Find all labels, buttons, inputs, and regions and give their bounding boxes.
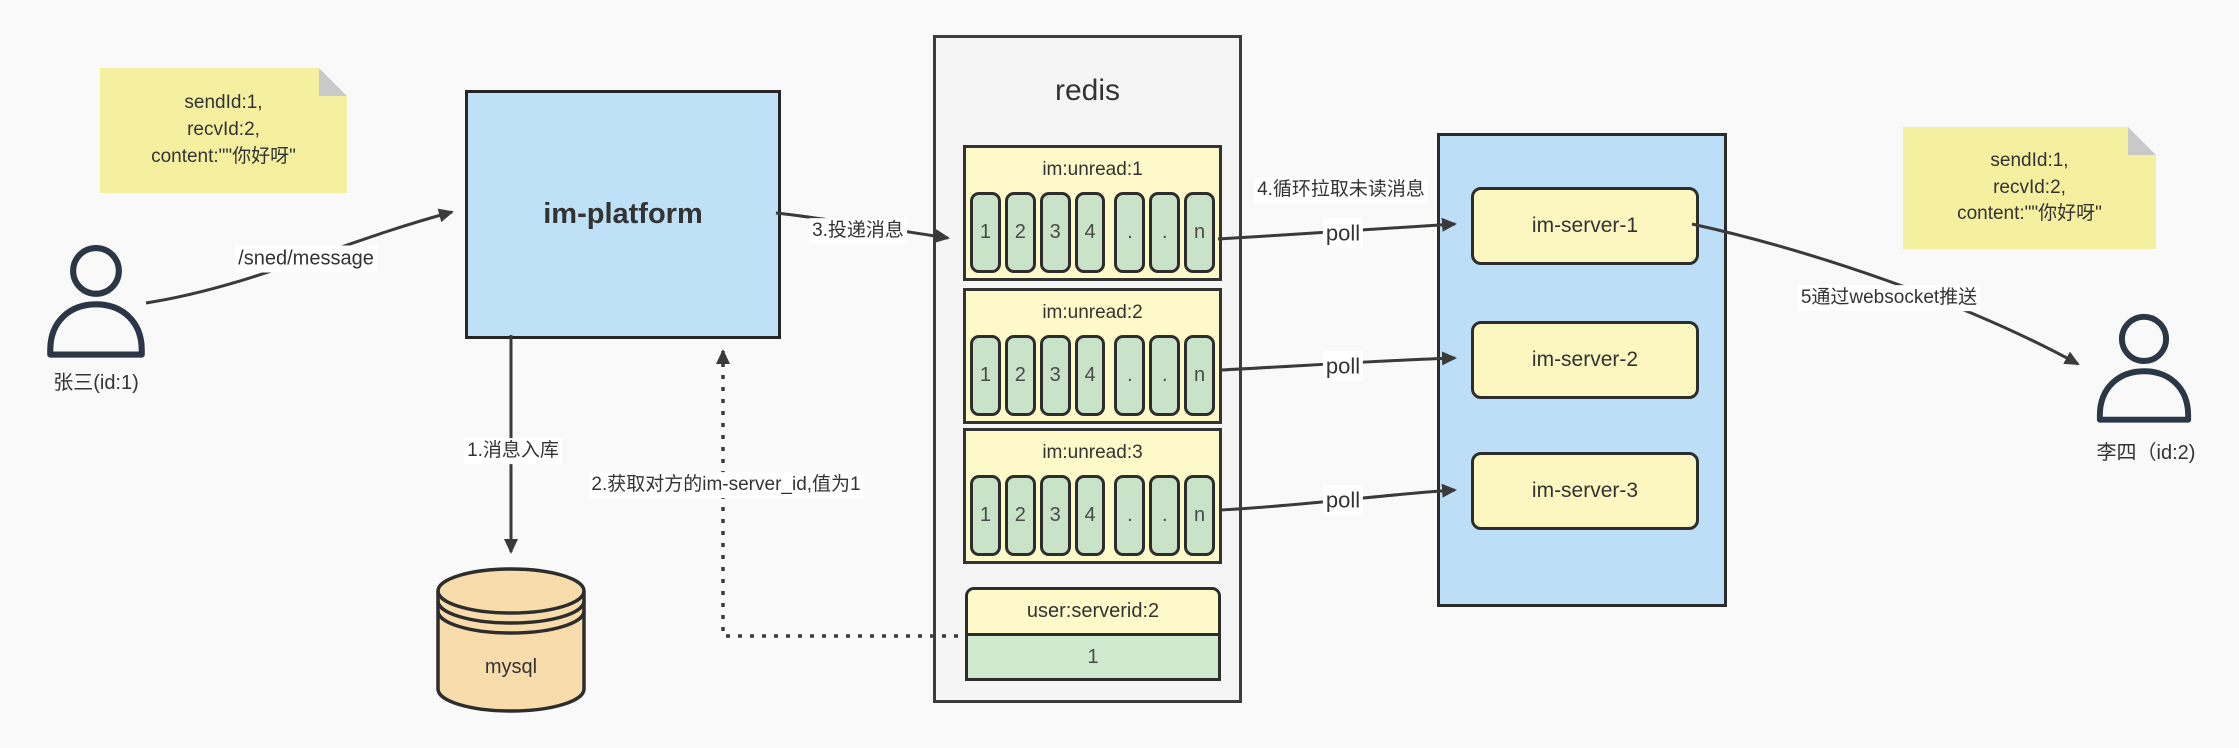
queue-cell: 2	[1004, 192, 1036, 273]
redis-queue-unread-1: im:unread:1 1 2 3 4 . . n	[963, 145, 1222, 281]
kv-key: user:serverid:2	[968, 590, 1218, 636]
queue-name: im:unread:2	[1042, 302, 1143, 323]
im-server-1-label: im-server-1	[1531, 214, 1639, 237]
queue-cell: 4	[1074, 335, 1106, 416]
queue-cell: 3	[1039, 475, 1071, 556]
queue-cell: 3	[1039, 335, 1071, 416]
mysql-database-icon: mysql	[435, 566, 587, 719]
edge-label-poll-2: poll	[1322, 351, 1364, 381]
queue-cell: .	[1149, 475, 1181, 556]
queue-cells: 1 2 3 4 . . n	[966, 335, 1219, 421]
edge-label-poll-1: poll	[1322, 218, 1364, 248]
user-sender-icon	[40, 243, 152, 364]
edge-label-send: /sned/message	[235, 245, 377, 273]
queue-cell: 3	[1039, 192, 1071, 273]
im-platform-box: im-platform	[465, 90, 781, 339]
queue-cell: .	[1114, 335, 1146, 416]
user-receiver-icon	[2090, 312, 2198, 429]
note-line: sendId:1,	[184, 92, 263, 114]
queue-cell: .	[1114, 192, 1146, 273]
queue-cell: 1	[970, 475, 1001, 556]
redis-queue-unread-2: im:unread:2 1 2 3 4 . . n	[963, 288, 1222, 424]
redis-queue-unread-3: im:unread:3 1 2 3 4 . . n	[963, 428, 1222, 564]
queue-cell: n	[1184, 192, 1216, 273]
queue-cell: .	[1149, 192, 1181, 273]
edge-label-poll-3: poll	[1322, 485, 1364, 515]
queue-cell: n	[1184, 335, 1216, 416]
queue-cell: 1	[970, 192, 1001, 273]
note-line: content:""你好呀"	[151, 145, 296, 167]
note-line: recvId:2,	[187, 119, 260, 141]
kv-value: 1	[1087, 645, 1099, 668]
queue-cell: 2	[1004, 335, 1036, 416]
im-server-2-label: im-server-2	[1531, 348, 1639, 371]
queue-cell: 1	[970, 335, 1001, 416]
queue-cell: 2	[1004, 475, 1036, 556]
sender-label: 张三(id:1)	[53, 372, 139, 394]
im-server-3-box: im-server-3	[1471, 452, 1699, 530]
redis-container: redis im:unread:1 1 2 3 4 . . n im:unrea…	[933, 35, 1242, 703]
sticky-note-left: sendId:1, recvId:2, content:""你好呀"	[100, 68, 347, 193]
queue-cell: 4	[1074, 475, 1106, 556]
queue-cell: .	[1114, 475, 1146, 556]
mysql-label: mysql	[485, 656, 537, 678]
im-platform-label: im-platform	[543, 198, 703, 230]
im-server-1-box: im-server-1	[1471, 187, 1699, 265]
queue-cell: .	[1149, 335, 1181, 416]
edge-label-store: 1.消息入库	[464, 438, 562, 464]
edge-label-lookup: 2.获取对方的im-server_id,值为1	[588, 472, 864, 498]
note-line: sendId:1,	[1990, 149, 2069, 171]
edge-label-deliver: 3.投递消息	[809, 218, 907, 244]
im-server-container: im-server-1 im-server-2 im-server-3	[1437, 133, 1727, 607]
queue-cell: 4	[1074, 192, 1106, 273]
redis-title: redis	[1054, 74, 1121, 107]
edge-label-push: 5通过websocket推送	[1797, 285, 1981, 311]
redis-kv-user-serverid: user:serverid:2 1	[965, 587, 1221, 681]
im-server-2-box: im-server-2	[1471, 321, 1699, 399]
queue-name: im:unread:1	[1042, 159, 1143, 180]
queue-cell: n	[1184, 475, 1216, 556]
sticky-note-right: sendId:1, recvId:2, content:""你好呀"	[1903, 127, 2156, 249]
queue-name: im:unread:3	[1042, 442, 1143, 463]
queue-cells: 1 2 3 4 . . n	[966, 192, 1219, 278]
edge-label-pull: 4.循环拉取未读消息	[1254, 177, 1428, 203]
note-fold-icon	[319, 68, 347, 96]
queue-cells: 1 2 3 4 . . n	[966, 475, 1219, 561]
receiver-label: 李四（id:2)	[2096, 442, 2196, 464]
note-fold-icon	[2128, 127, 2156, 155]
im-server-3-label: im-server-3	[1531, 479, 1639, 502]
note-line: content:""你好呀"	[1957, 203, 2102, 225]
note-line: recvId:2,	[1993, 176, 2066, 198]
